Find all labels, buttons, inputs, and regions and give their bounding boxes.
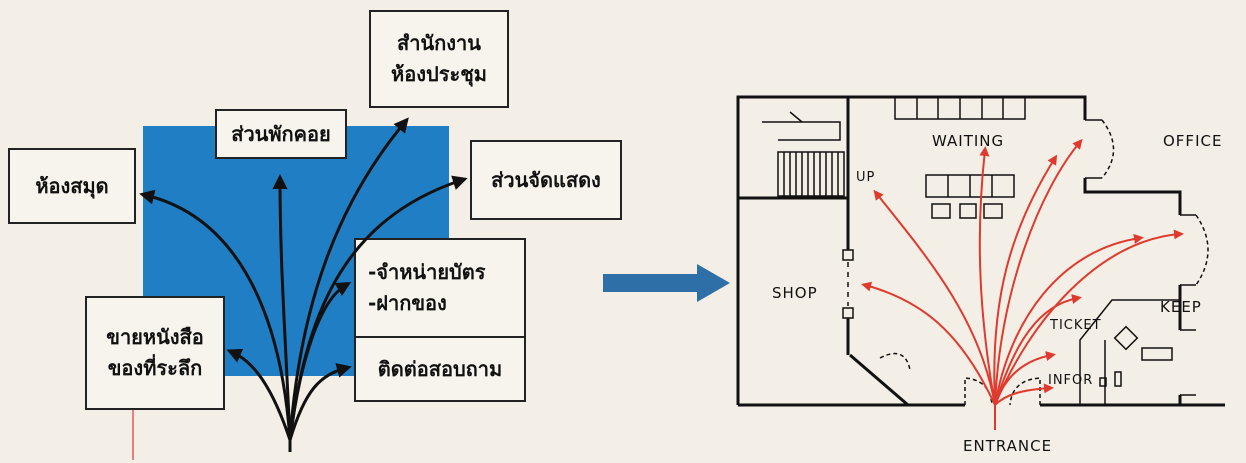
ticket-sale-label: -จำหน่ายบัตร: [368, 260, 486, 284]
columns: [842, 249, 854, 319]
floor-plan-walls: [736, 95, 1225, 407]
doors: [879, 119, 1209, 406]
ticket-deposit-box: -จำหน่ายบัตร -ฝากของ: [354, 238, 526, 338]
deposit-label: -ฝากของ: [368, 291, 447, 315]
book-sale-label: ขายหนังสือ: [106, 325, 204, 349]
transition-arrow: [603, 264, 730, 302]
office-meeting-box: สำนักงาน ห้องประชุม: [369, 10, 509, 108]
rest-area-label: ส่วนพักคอย: [231, 121, 331, 146]
waiting-benches: [894, 96, 1026, 219]
souvenir-box: ขายหนังสือ ของที่ระลึก: [85, 296, 225, 410]
info-label: ติดต่อสอบถาม: [377, 356, 503, 381]
office-label: OFFICE: [1163, 132, 1223, 150]
exhibition-box: ส่วนจัดแสดง: [470, 140, 622, 220]
circulation-arrows: [861, 138, 1184, 430]
counters: [1079, 299, 1180, 405]
exhibition-label: ส่วนจัดแสดง: [491, 167, 601, 192]
waiting-label: WAITING: [932, 132, 1005, 150]
shop-label: SHOP: [772, 284, 818, 302]
office-label: สำนักงาน: [397, 31, 481, 55]
library-box: ห้องสมุด: [8, 148, 136, 224]
entrance-label: ENTRANCE: [963, 437, 1053, 455]
keep-label: KEEP: [1160, 298, 1202, 316]
meeting-room-label: ห้องประชุม: [391, 62, 487, 86]
left-flow-arrows: [139, 117, 468, 452]
infor-label: INFOR: [1048, 373, 1094, 388]
ticket-label: TICKET: [1050, 318, 1102, 333]
souvenir-label: ของที่ระลึก: [107, 356, 203, 380]
library-label: ห้องสมุด: [35, 173, 109, 198]
up-label: UP: [856, 170, 876, 185]
rest-area-box: ส่วนพักคอย: [215, 109, 347, 159]
stairs: [762, 111, 845, 197]
info-box: ติดต่อสอบถาม: [354, 336, 526, 402]
